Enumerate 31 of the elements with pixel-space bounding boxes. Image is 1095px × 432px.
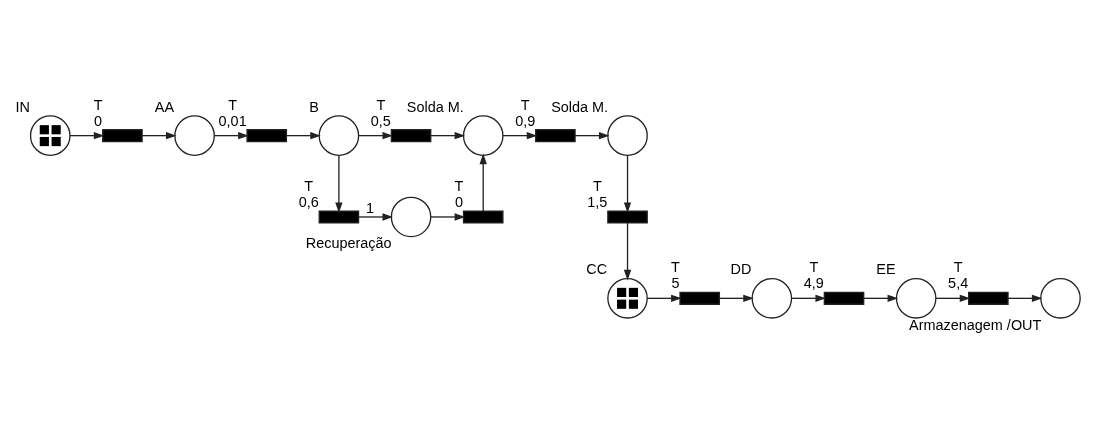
node-label: IN [15, 98, 30, 115]
node-label: 5,4 [948, 275, 969, 292]
node-label: AA [154, 98, 175, 115]
node-label: 0,9 [515, 112, 536, 129]
node-label: B [309, 98, 319, 115]
node-label: 0,6 [298, 193, 319, 210]
node-label: T [953, 259, 963, 276]
node-label: Recuperação [305, 235, 392, 252]
node-label: 0 [454, 193, 463, 210]
node-label: T [454, 178, 464, 195]
node-label: 0 [94, 112, 103, 129]
node-label: EE [876, 261, 896, 278]
node-label: Solda M. [406, 98, 464, 115]
node-label: Armazenagem /OUT [909, 316, 1042, 333]
edge-label: 1 [365, 199, 374, 216]
node-label: CC [586, 261, 608, 278]
node-label: T [809, 259, 819, 276]
node-label: 5 [671, 275, 680, 292]
node-label: 1,5 [587, 193, 608, 210]
node-label: 4,9 [803, 275, 824, 292]
node-label: 0,01 [218, 112, 247, 129]
node-label: DD [730, 261, 752, 278]
node-label: 0,5 [370, 112, 391, 129]
node-label: T [304, 178, 314, 195]
node-label: T [228, 96, 238, 113]
node-label: T [520, 96, 530, 113]
node-label: T [93, 96, 103, 113]
node-label: T [671, 259, 680, 276]
node-label: T [376, 96, 386, 113]
node-label: Solda M. [551, 98, 609, 115]
node-label: T [592, 178, 602, 195]
